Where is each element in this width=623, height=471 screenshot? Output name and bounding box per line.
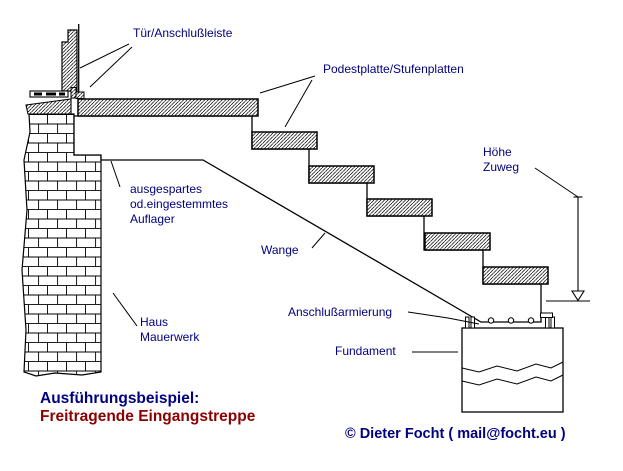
support-bracket xyxy=(540,312,553,318)
step-tread-5 xyxy=(482,266,549,285)
leader-rebar xyxy=(407,311,480,325)
label-door: Tür/Anschlußleiste xyxy=(133,26,233,40)
label-rebar: Anschlußarmierung xyxy=(288,305,393,319)
leader-lines xyxy=(79,43,579,353)
step-tread-3 xyxy=(366,198,433,217)
label-wall: Haus Mauerwerk xyxy=(140,315,200,344)
label-support: ausgespartes od.eingestemmtes Auflager xyxy=(130,182,229,226)
step-tread-4 xyxy=(424,232,491,251)
leader-support xyxy=(110,160,121,188)
step-tread-1 xyxy=(251,131,318,150)
leader-platform-a xyxy=(259,75,316,94)
foundation-break-lines xyxy=(461,361,564,386)
copyright-notice: © Dieter Focht ( mail@focht.eu ) xyxy=(345,426,566,442)
label-height: Höhe Zuweg xyxy=(483,145,520,174)
leader-hoehe xyxy=(534,167,579,198)
drawing-title: Ausführungsbeispiel: Freitragende Eingan… xyxy=(40,390,255,426)
leader-haus xyxy=(112,292,138,327)
threshold-plate xyxy=(29,90,69,98)
leader-door-a xyxy=(79,43,130,69)
leader-door-b xyxy=(89,46,133,88)
label-foundation: Fundament xyxy=(335,344,396,358)
leader-wange xyxy=(311,232,326,249)
door-frame xyxy=(61,29,78,92)
wall-cap xyxy=(25,98,72,115)
step-tread-2 xyxy=(308,165,375,184)
level-marker-icon xyxy=(571,290,585,302)
title-line-1: Ausführungsbeispiel: xyxy=(40,390,200,407)
label-platform: Podestplatte/Stufenplatten xyxy=(323,62,464,76)
leader-platform-b xyxy=(284,79,313,128)
label-stringer: Wange xyxy=(261,243,299,257)
title-line-2: Freitragende Eingangstreppe xyxy=(40,408,256,425)
connection-bar-circles xyxy=(487,317,535,324)
door-connector-strip xyxy=(70,87,85,99)
landing-slab xyxy=(77,98,259,117)
height-dimension xyxy=(546,196,590,302)
